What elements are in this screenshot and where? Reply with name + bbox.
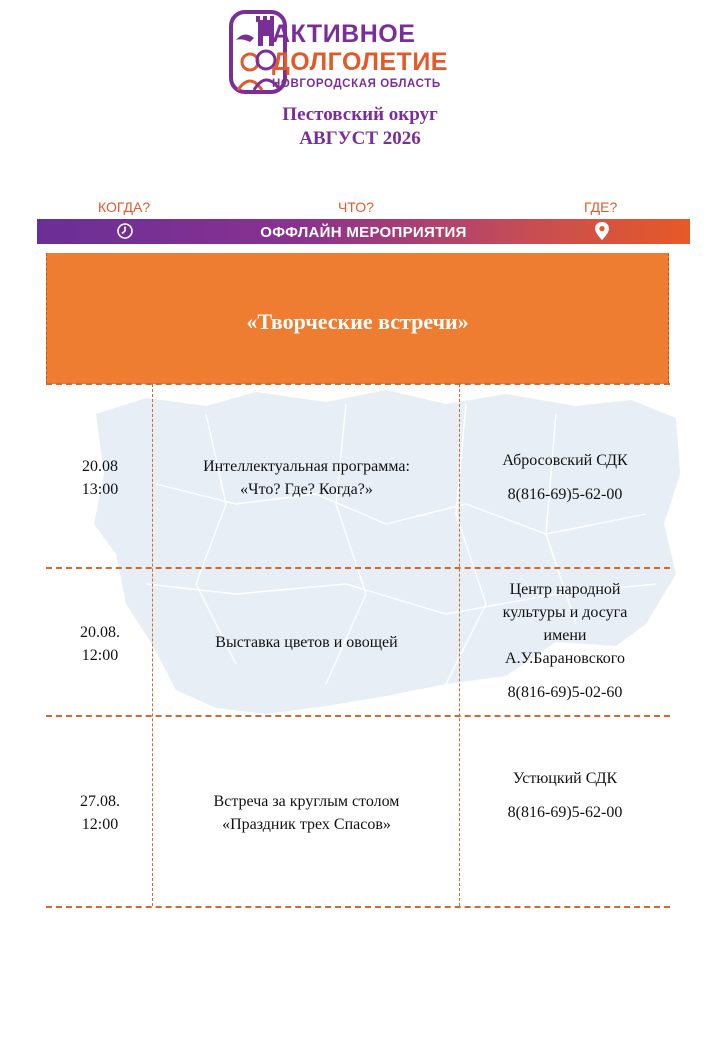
event-3-time: 12:00 <box>81 816 119 833</box>
clock-icon <box>117 223 133 239</box>
event-1-time: 13:00 <box>81 481 119 498</box>
event-3-place-line: Устюцкий СДК <box>512 770 618 787</box>
event-1-place-line: Абросовский СДК <box>502 452 628 469</box>
event-2-date: 20.08. <box>80 624 120 641</box>
row-divider <box>46 383 670 385</box>
logo-wordmark: АКТИВНОЕ ДОЛГОЛЕТИЕ НОВГОРОДСКАЯ ОБЛАСТЬ <box>272 22 448 91</box>
event-2-phone: 8(816-69)5-02-60 <box>507 684 623 701</box>
event-1-title: Интеллектуальная программа: «Что? Где? К… <box>154 455 459 501</box>
row-divider <box>46 906 670 908</box>
event-2-place-line: имени <box>543 627 587 644</box>
section-header: «Творческие встречи» <box>46 253 669 384</box>
event-2-time: 12:00 <box>81 647 119 664</box>
event-2-datetime: 20.08. 12:00 <box>48 621 152 667</box>
event-1-datetime: 20.08 13:00 <box>48 455 152 501</box>
bar-title: ОФФЛАЙН МЕРОПРИЯТИЯ <box>260 224 467 241</box>
month-title: АВГУСТ 2026 <box>299 128 421 149</box>
event-1-date: 20.08 <box>82 458 118 475</box>
event-3-title-line-1: Встреча за круглым столом <box>213 793 400 810</box>
logo-line-1: АКТИВНОЕ <box>272 20 416 48</box>
event-2-title: Выставка цветов и овощей <box>154 631 459 654</box>
event-3-title: Встреча за круглым столом «Праздник трех… <box>154 790 459 836</box>
column-when-label: КОГДА? <box>98 199 151 215</box>
event-1-title-line-1: Интеллектуальная программа: <box>203 458 410 475</box>
logo-emblem <box>229 10 287 94</box>
column-divider <box>152 384 153 906</box>
event-3-datetime: 27.08. 12:00 <box>48 790 152 836</box>
column-divider <box>459 384 460 906</box>
event-1-place: Абросовский СДК 8(816-69)5-62-00 <box>461 449 669 506</box>
column-what-label: ЧТО? <box>338 199 374 215</box>
event-2-place: Центр народной культуры и досуга имени А… <box>461 578 669 704</box>
district-title: Пестовский округ <box>282 104 438 125</box>
column-where-label: ГДЕ? <box>584 199 618 215</box>
event-2-place-line: культуры и досуга <box>502 604 628 621</box>
event-3-place: Устюцкий СДК 8(816-69)5-62-00 <box>461 767 669 824</box>
section-title: «Творческие встречи» <box>246 309 469 334</box>
event-1-phone: 8(816-69)5-62-00 <box>507 486 623 503</box>
event-2-place-line: А.У.Барановского <box>505 650 625 667</box>
row-divider <box>46 567 670 569</box>
event-2-title-line-1: Выставка цветов и овощей <box>215 634 398 651</box>
event-2-place-line: Центр народной <box>509 581 621 598</box>
location-pin-icon <box>595 222 609 240</box>
region-map-background <box>94 390 680 714</box>
offline-events-bar: ОФФЛАЙН МЕРОПРИЯТИЯ <box>37 219 690 244</box>
event-3-date: 27.08. <box>80 793 120 810</box>
logo-line-3: НОВГОРОДСКАЯ ОБЛАСТЬ <box>272 78 441 90</box>
row-divider <box>46 715 670 717</box>
event-3-title-line-2: «Праздник трех Спасов» <box>222 816 391 833</box>
event-1-title-line-2: «Что? Где? Когда?» <box>240 481 373 498</box>
event-3-phone: 8(816-69)5-62-00 <box>507 804 623 821</box>
logo-line-2: ДОЛГОЛЕТИЕ <box>272 48 448 76</box>
